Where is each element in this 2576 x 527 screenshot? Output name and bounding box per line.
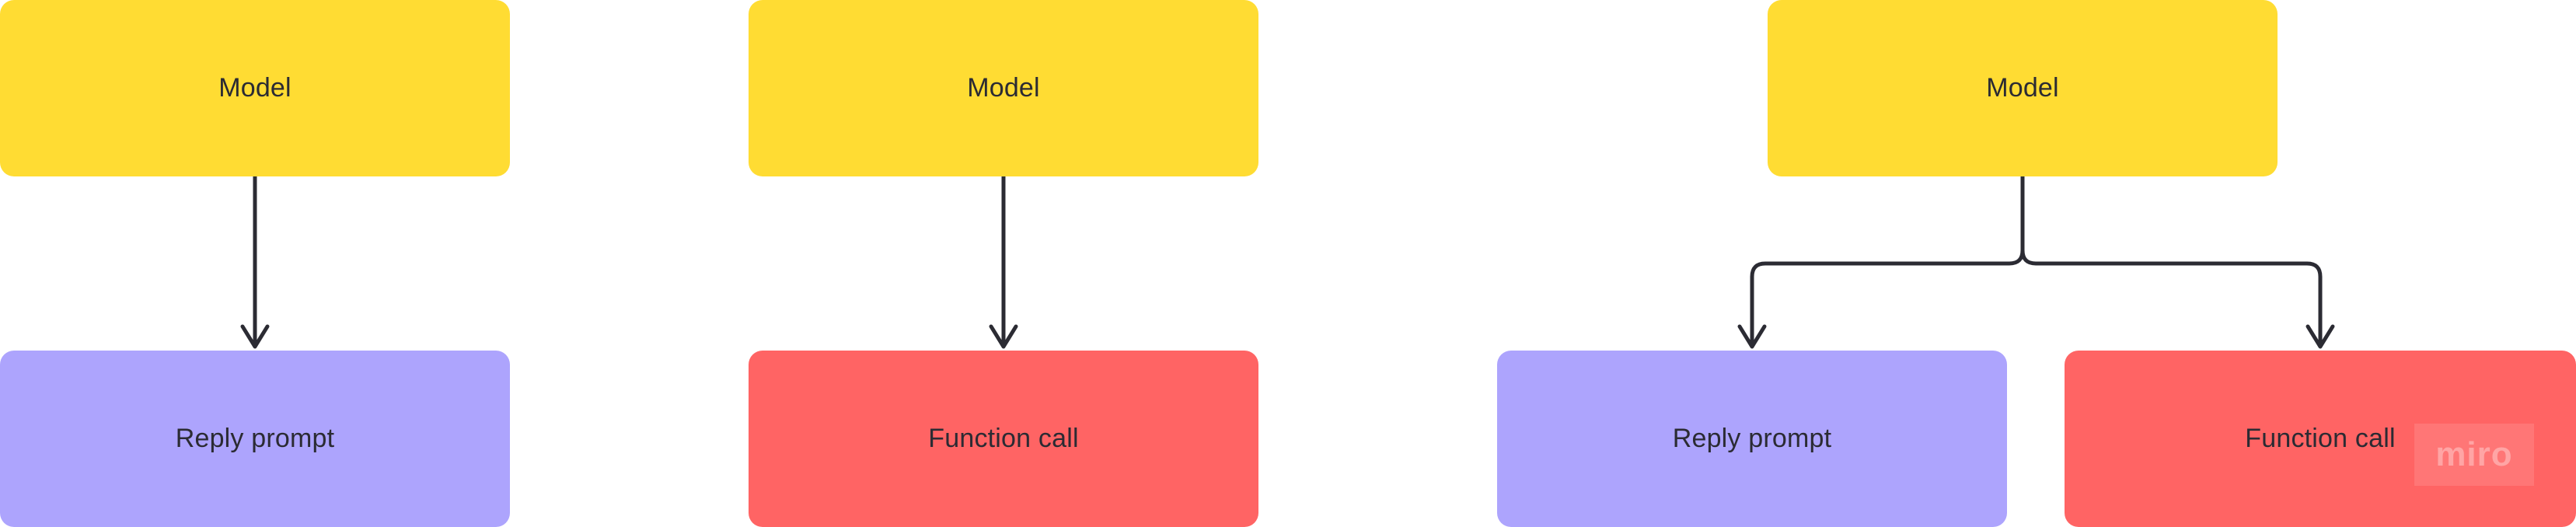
node-label: Model	[218, 73, 291, 103]
connector-model-to-reply-prompt-branch	[1750, 176, 2025, 345]
model-node[interactable]: Model	[1768, 0, 2278, 176]
arrowhead-icon	[240, 324, 270, 349]
node-label: Model	[967, 73, 1040, 103]
reply-prompt-node[interactable]: Reply prompt	[1497, 351, 2007, 527]
node-label: Function call	[928, 424, 1079, 453]
node-label: Reply prompt	[175, 424, 335, 453]
miro-watermark: miro	[2414, 424, 2534, 486]
arrowhead-icon	[2305, 324, 2335, 349]
function-call-node[interactable]: Function call	[2065, 351, 2576, 527]
model-node[interactable]: Model	[749, 0, 1258, 176]
function-call-node[interactable]: Function call	[749, 351, 1258, 527]
node-label: Function call	[2245, 424, 2396, 453]
node-label: Reply prompt	[1672, 424, 1832, 453]
watermark-text: miro	[2435, 435, 2513, 473]
connector-model-to-function-call-branch	[2020, 250, 2323, 345]
arrowhead-icon	[989, 324, 1018, 349]
node-label: Model	[1986, 73, 2059, 103]
arrowhead-icon	[1737, 324, 1767, 349]
model-node[interactable]: Model	[0, 0, 510, 176]
reply-prompt-node[interactable]: Reply prompt	[0, 351, 510, 527]
